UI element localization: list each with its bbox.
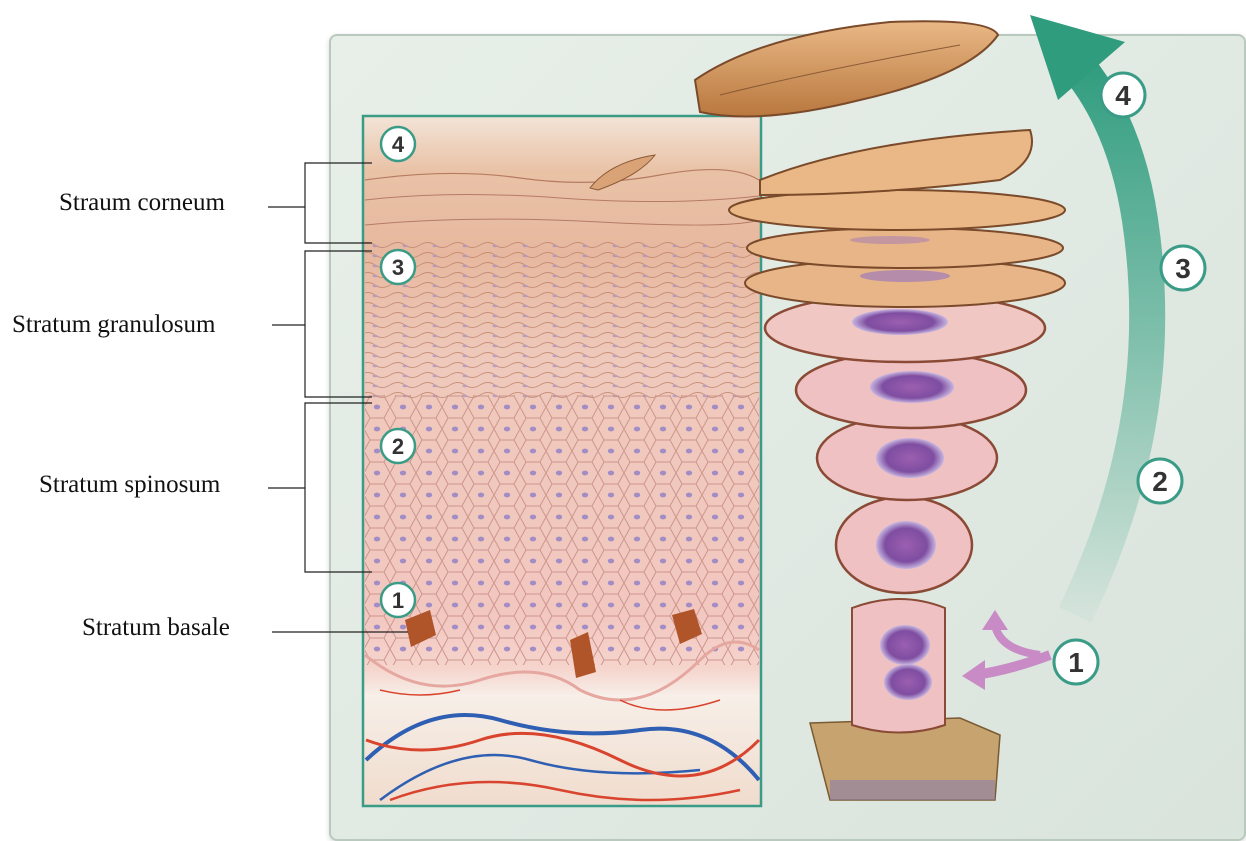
section-marker-2-text: 2 [392, 434, 404, 459]
cycle-marker-2-text: 2 [1152, 466, 1168, 497]
division-arrows [962, 610, 1050, 690]
cell-stage-2 [836, 497, 972, 593]
cycle-marker-1: 1 [1054, 640, 1098, 684]
cell-stage-7 [747, 228, 1063, 268]
section-marker-4: 4 [381, 127, 415, 161]
cell-stage-4 [796, 352, 1026, 428]
keratinocyte-stack [729, 130, 1065, 800]
cell-stage-1 [852, 599, 945, 733]
section-marker-2: 2 [381, 429, 415, 463]
cycle-marker-3-text: 3 [1175, 253, 1191, 284]
section-marker-3: 3 [381, 250, 415, 284]
cell-stage-8 [729, 190, 1065, 230]
section-marker-4-text: 4 [392, 132, 405, 157]
section-marker-3-text: 3 [392, 255, 404, 280]
cell-stage-9 [760, 130, 1032, 195]
cycle-marker-4-text: 4 [1115, 80, 1131, 111]
cycle-marker-3: 3 [1161, 246, 1205, 290]
skin-section [363, 116, 761, 806]
section-marker-1: 1 [381, 583, 415, 617]
cycle-marker-4: 4 [1101, 73, 1145, 117]
cycle-marker-2: 2 [1138, 459, 1182, 503]
section-marker-1-text: 1 [392, 588, 404, 613]
cycle-marker-1-text: 1 [1068, 647, 1084, 678]
shed-flake [695, 21, 998, 116]
